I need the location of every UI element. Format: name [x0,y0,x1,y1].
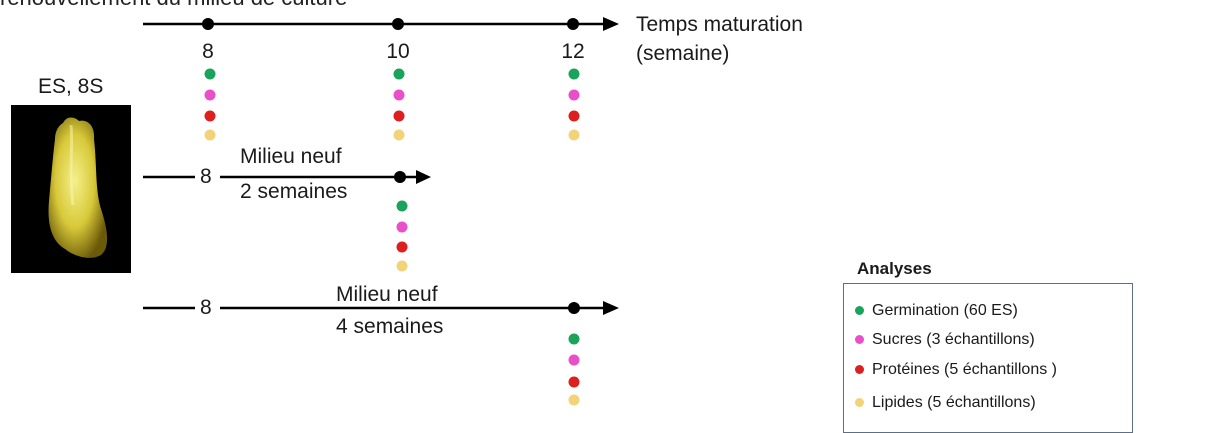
legend-label: Protéines (5 échantillons ) [872,361,1057,378]
legend-item-proteines: Protéines (5 échantillons ) [855,361,1057,379]
legend-title: Analyses [857,259,932,278]
dot-proteines [204,110,216,122]
axis-label-line1: Temps maturation [636,13,803,36]
branch1-arrowhead [416,170,431,184]
timepoint-12-marker [567,18,579,30]
timepoint-8-marker [202,18,214,30]
dots-week-12 [568,68,580,141]
green-dot-icon [855,306,864,315]
week-12-label: 12 [561,40,585,63]
dots-week-8 [204,68,216,141]
main-timeline-arrowhead [603,17,619,31]
red-dot-icon [855,365,864,374]
branch2-note-line1: Milieu neuf [336,283,438,306]
somatic-embryo-image [11,105,131,273]
dot-sucres [204,89,216,101]
branch2-start-label: 8 [200,296,212,319]
axis-label-line2: (semaine) [636,42,730,65]
dot-germination [396,200,408,212]
branch2-end-marker [568,302,580,314]
branch1-note-line1: Milieu neuf [240,145,342,168]
dot-lipides [393,129,405,141]
branch1-start-label: 8 [200,165,212,188]
week-10-label: 10 [386,40,410,63]
dot-germination [568,333,580,345]
dot-germination [204,68,216,80]
specimen-label: ES, 8S [38,75,104,98]
legend-item-lipides: Lipides (5 échantillons) [855,394,1036,412]
dot-lipides [204,129,216,141]
legend-label: Lipides (5 échantillons) [872,394,1036,411]
branch1-end-marker [394,171,406,183]
dot-sucres [393,89,405,101]
branch1-note-line2: 2 semaines [240,180,348,203]
legend-label: Sucres (3 échantillons) [872,331,1035,348]
dot-germination [568,68,580,80]
legend-item-sucres: Sucres (3 échantillons) [855,331,1035,349]
dot-proteines [568,110,580,122]
dots-week-10 [393,68,405,141]
branch2-arrowhead [603,301,619,315]
dot-sucres [568,354,580,366]
header-title-fragment: renouvellement du milieu de culture [0,0,347,11]
dots-branch2 [568,333,580,406]
week-8-label: 8 [202,40,214,63]
yellow-dot-icon [855,398,864,407]
legend-label: Germination (60 ES) [872,302,1018,319]
pink-dot-icon [855,335,864,344]
legend-item-germination: Germination (60 ES) [855,302,1018,320]
timeline-diagram [143,17,619,406]
axis-label: Temps maturation (semaine) [636,10,803,68]
dot-sucres [568,89,580,101]
dots-branch1 [396,200,408,272]
dot-germination [393,68,405,80]
timepoint-10-marker [392,18,404,30]
dot-lipides [396,260,408,272]
dot-proteines [393,110,405,122]
dot-lipides [568,394,580,406]
dot-sucres [396,221,408,233]
dot-lipides [568,129,580,141]
dot-proteines [396,241,408,253]
branch2-note-line2: 4 semaines [336,315,444,338]
embryo-photo [48,117,108,258]
dot-proteines [568,376,580,388]
